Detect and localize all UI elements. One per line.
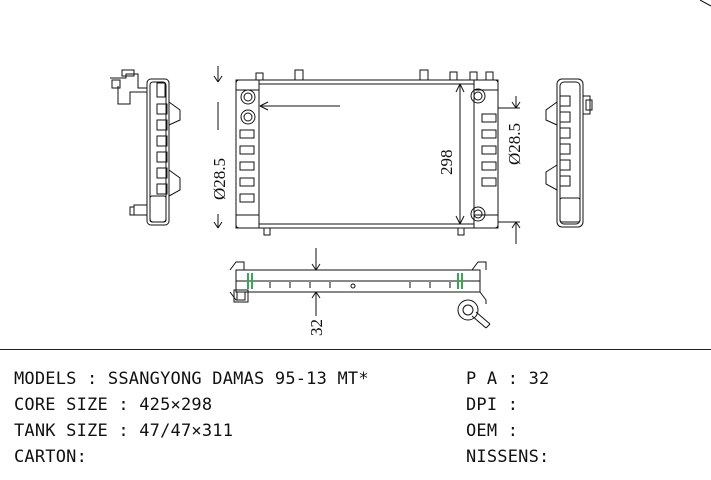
- separator-line: [0, 349, 711, 350]
- spec-carton: CARTON:: [14, 447, 88, 467]
- spec-pa: P A : 32: [466, 369, 550, 389]
- pa-value: 32: [528, 369, 550, 389]
- spec-oem: OEM :: [466, 421, 519, 441]
- bottom-view: [230, 248, 490, 328]
- spec-tank-size: TANK SIZE : 47/47×311: [14, 421, 234, 441]
- core-size-value: 425×298: [139, 395, 213, 415]
- pa-label: P A: [466, 369, 498, 389]
- left-pipe-dimension: Ø28.5: [210, 158, 229, 200]
- tank-size-value: 47/47×311: [139, 421, 234, 441]
- spec-models: MODELS : SSANGYONG DAMAS 95-13 MT*: [14, 369, 369, 389]
- carton-label: CARTON: [14, 447, 77, 467]
- right-pipe-dimension: Ø28.5: [505, 123, 524, 165]
- bottom-depth-dimension: 32: [307, 319, 326, 336]
- core-height-dimension: 298: [437, 150, 456, 176]
- spec-dpi: DPI :: [466, 395, 519, 415]
- models-value: SSANGYONG DAMAS 95-13 MT*: [107, 369, 369, 389]
- radiator-technical-drawing: Ø28.5 298 Ø28.5 32: [0, 0, 711, 336]
- left-side-view: [110, 70, 180, 225]
- spec-nissens: NISSENS:: [466, 447, 550, 467]
- core-size-label: CORE SIZE: [14, 395, 108, 415]
- green-markers: [248, 273, 462, 289]
- models-label: MODELS: [14, 369, 77, 389]
- nissens-label: NISSENS: [466, 447, 540, 467]
- dpi-label: DPI: [466, 395, 498, 415]
- front-view: [214, 66, 520, 244]
- right-side-view: [546, 79, 592, 227]
- spec-core-size: CORE SIZE : 425×298: [14, 395, 213, 415]
- corner-mark: [700, 0, 711, 6]
- oem-label: OEM: [466, 421, 498, 441]
- tank-size-label: TANK SIZE: [14, 421, 108, 441]
